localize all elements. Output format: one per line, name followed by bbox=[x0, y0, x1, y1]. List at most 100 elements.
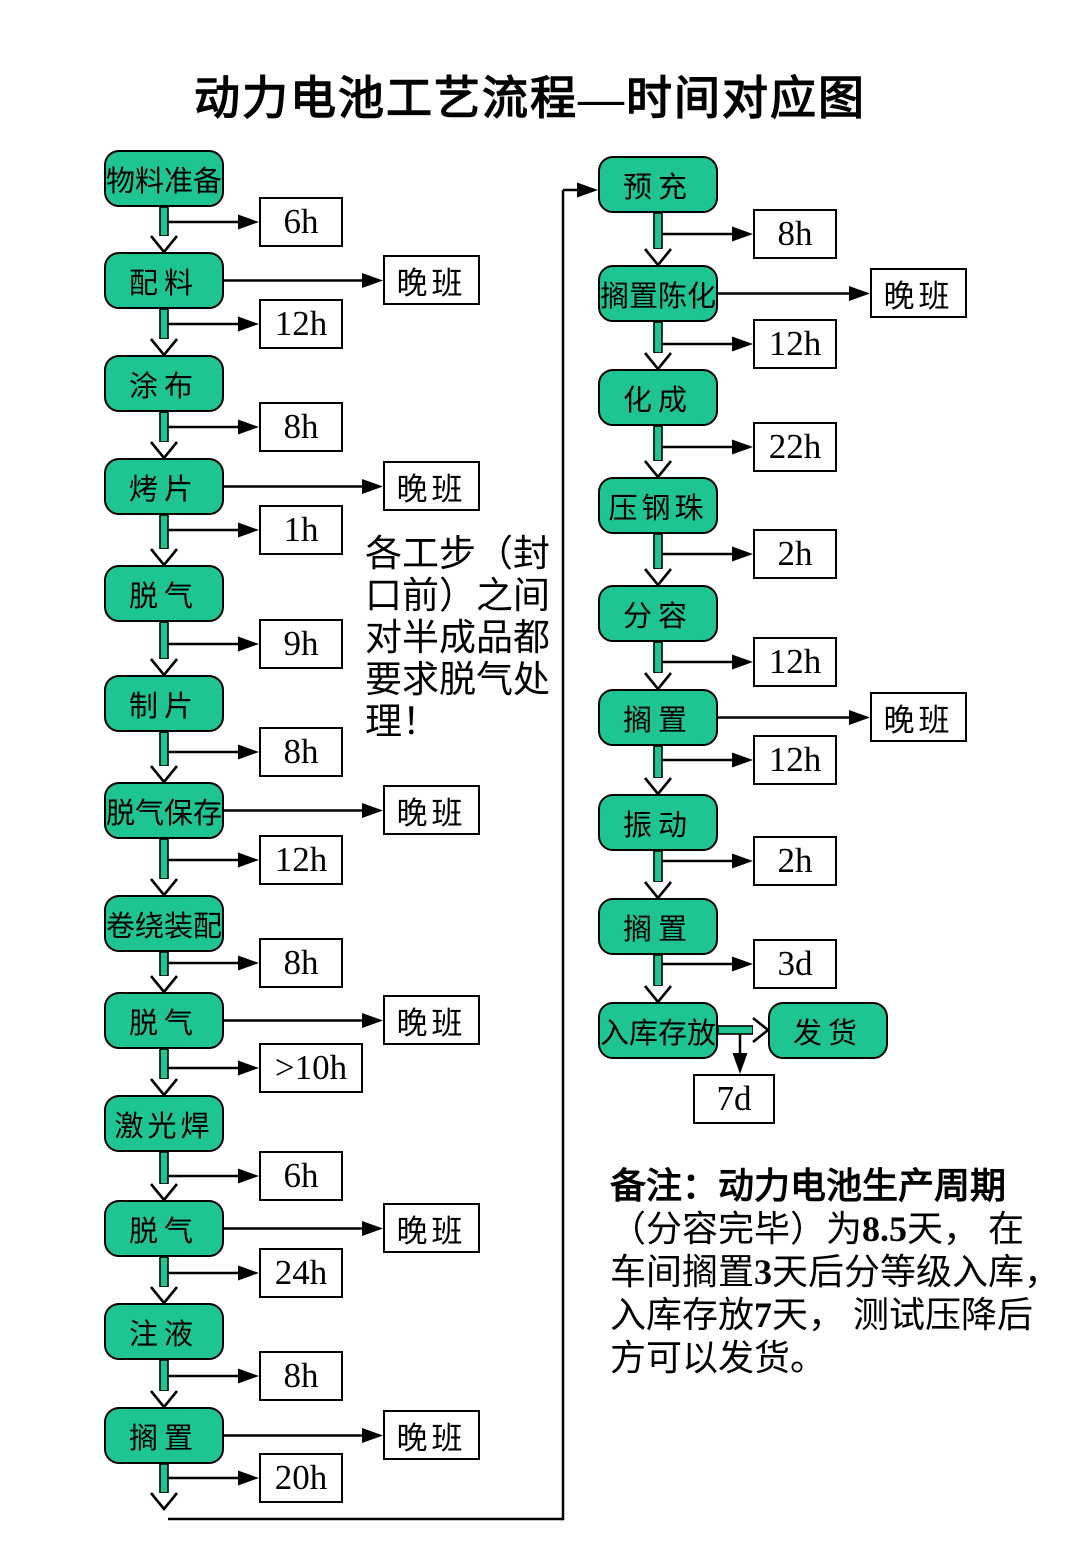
process-step-box: 激光焊 bbox=[104, 1095, 224, 1152]
note-segment: 8.5 bbox=[862, 1209, 908, 1249]
process-step-box: 搁置 bbox=[104, 1407, 224, 1464]
duration-box-label: 12h bbox=[274, 304, 328, 343]
duration-box-label: 8h bbox=[283, 1356, 319, 1395]
night-shift-box-label: 晚班 bbox=[396, 471, 467, 507]
process-step-box-label: 搁置 bbox=[622, 704, 693, 737]
duration-box-label: 22h bbox=[768, 427, 822, 466]
process-step-box-label: 搁置陈化 bbox=[600, 280, 717, 313]
degas-note-line: 理！ bbox=[365, 702, 439, 743]
process-step-box-label: 预充 bbox=[622, 171, 693, 204]
process-step-box: 压钢珠 bbox=[598, 477, 718, 534]
duration-box-label: 12h bbox=[768, 642, 822, 681]
duration-box: 12h bbox=[753, 319, 837, 369]
ship-box: 发货 bbox=[768, 1002, 888, 1059]
duration-box: 24h bbox=[259, 1248, 343, 1298]
duration-box: 2h bbox=[753, 836, 837, 886]
process-step-box-label: 烤片 bbox=[128, 473, 199, 506]
duration-box: 8h bbox=[259, 727, 343, 777]
production-cycle-note-line: （分容完毕）为8.5天， 在 bbox=[610, 1208, 1060, 1251]
night-shift-box: 晚班 bbox=[383, 1203, 480, 1253]
note-segment: 3 bbox=[754, 1252, 773, 1292]
note-segment: 入库存放 bbox=[610, 1295, 755, 1335]
night-shift-box: 晚班 bbox=[383, 461, 480, 511]
note-segment: 天， bbox=[772, 1295, 845, 1335]
process-step-box-label: 配料 bbox=[128, 267, 199, 300]
night-shift-box-label: 晚班 bbox=[396, 265, 467, 301]
process-step-box: 注液 bbox=[104, 1303, 224, 1360]
duration-box-label: 1h bbox=[283, 510, 319, 549]
duration-box: 9h bbox=[259, 619, 343, 669]
process-step-box-label: 脱气 bbox=[128, 1215, 199, 1248]
degas-note-line: 各工步（封 bbox=[365, 534, 550, 575]
process-step-box: 涂布 bbox=[104, 355, 224, 412]
process-step-box-label: 脱气 bbox=[128, 580, 199, 613]
process-step-box: 搁置 bbox=[598, 689, 718, 746]
production-cycle-note: 备注：动力电池生产周期（分容完毕）为8.5天， 在车间搁置3天后分等级入库，入库… bbox=[610, 1165, 1060, 1380]
note-segment: 天， bbox=[907, 1209, 980, 1249]
duration-box: 3d bbox=[753, 939, 837, 989]
production-cycle-note-line: 车间搁置3天后分等级入库， bbox=[610, 1251, 1060, 1294]
duration-box: 12h bbox=[259, 835, 343, 885]
duration-box: 20h bbox=[259, 1453, 343, 1503]
night-shift-box: 晚班 bbox=[383, 255, 480, 305]
process-step-box: 分容 bbox=[598, 585, 718, 642]
process-step-box-label: 物料准备 bbox=[106, 165, 223, 198]
process-step-box-label: 涂布 bbox=[128, 370, 199, 403]
duration-box: 2h bbox=[753, 529, 837, 579]
duration-box-label: 7d bbox=[716, 1079, 752, 1118]
process-step-box-label: 化成 bbox=[622, 384, 693, 417]
process-step-box: 脱气 bbox=[104, 992, 224, 1049]
duration-box-label: 9h bbox=[283, 624, 319, 663]
degas-note: 各工步（封口前）之间对半成品都要求脱气处理！ bbox=[365, 534, 550, 744]
duration-box-label: 3d bbox=[777, 944, 813, 983]
note-segment: 动力电池生产周期 bbox=[718, 1166, 1007, 1206]
duration-box: 12h bbox=[753, 735, 837, 785]
duration-box-label: 6h bbox=[283, 202, 319, 241]
process-step-box-label: 卷绕装配 bbox=[106, 910, 223, 943]
night-shift-box-label: 晚班 bbox=[396, 1213, 467, 1249]
production-cycle-note-line: 方可以发货。 bbox=[610, 1337, 1060, 1380]
page-title: 动力电池工艺流程—时间对应图 bbox=[194, 73, 866, 124]
duration-box: 1h bbox=[259, 505, 343, 555]
process-step-box-label: 制片 bbox=[128, 690, 199, 723]
process-step-box-label: 注液 bbox=[128, 1318, 199, 1351]
duration-box-label: 8h bbox=[777, 214, 813, 253]
note-segment: 备注： bbox=[610, 1166, 719, 1206]
process-step-box-label: 脱气保存 bbox=[106, 797, 223, 830]
night-shift-box-label: 晚班 bbox=[396, 1005, 467, 1041]
night-shift-box: 晚班 bbox=[870, 268, 967, 318]
duration-box: >10h bbox=[259, 1043, 363, 1093]
night-shift-box-label: 晚班 bbox=[883, 278, 954, 314]
process-step-box: 入库存放 bbox=[598, 1002, 718, 1059]
note-segment: 方可以发货。 bbox=[610, 1338, 827, 1378]
note-segment: 在 bbox=[979, 1209, 1025, 1249]
process-step-box: 脱气 bbox=[104, 565, 224, 622]
night-shift-box-label: 晚班 bbox=[883, 702, 954, 738]
night-shift-box: 晚班 bbox=[383, 995, 480, 1045]
process-step-box-label: 振动 bbox=[622, 809, 693, 842]
duration-box: 12h bbox=[259, 299, 343, 349]
duration-box-label: 2h bbox=[777, 534, 813, 573]
duration-box: 7d bbox=[693, 1074, 775, 1124]
process-step-box-label: 搁置 bbox=[622, 913, 693, 946]
duration-box-label: 12h bbox=[768, 324, 822, 363]
note-segment: （分容完毕）为 bbox=[610, 1209, 863, 1249]
note-segment: 测试压降后 bbox=[844, 1295, 1034, 1335]
duration-box: 22h bbox=[753, 422, 837, 472]
process-step-box: 搁置 bbox=[598, 898, 718, 955]
process-step-box-label: 分容 bbox=[622, 600, 693, 633]
process-step-box-label: 脱气 bbox=[128, 1007, 199, 1040]
duration-box-label: 8h bbox=[283, 732, 319, 771]
duration-box: 6h bbox=[259, 1151, 343, 1201]
process-step-box: 配料 bbox=[104, 252, 224, 309]
degas-note-line: 对半成品都 bbox=[365, 618, 550, 659]
process-step-box: 搁置陈化 bbox=[598, 265, 718, 322]
process-step-box-label: 搁置 bbox=[128, 1422, 199, 1455]
process-step-box: 脱气 bbox=[104, 1200, 224, 1257]
process-step-box: 物料准备 bbox=[104, 150, 224, 207]
duration-box-label: 8h bbox=[283, 943, 319, 982]
production-cycle-note-line: 入库存放7天， 测试压降后 bbox=[610, 1294, 1060, 1337]
duration-box-label: >10h bbox=[274, 1048, 348, 1087]
night-shift-box: 晚班 bbox=[383, 1410, 480, 1460]
